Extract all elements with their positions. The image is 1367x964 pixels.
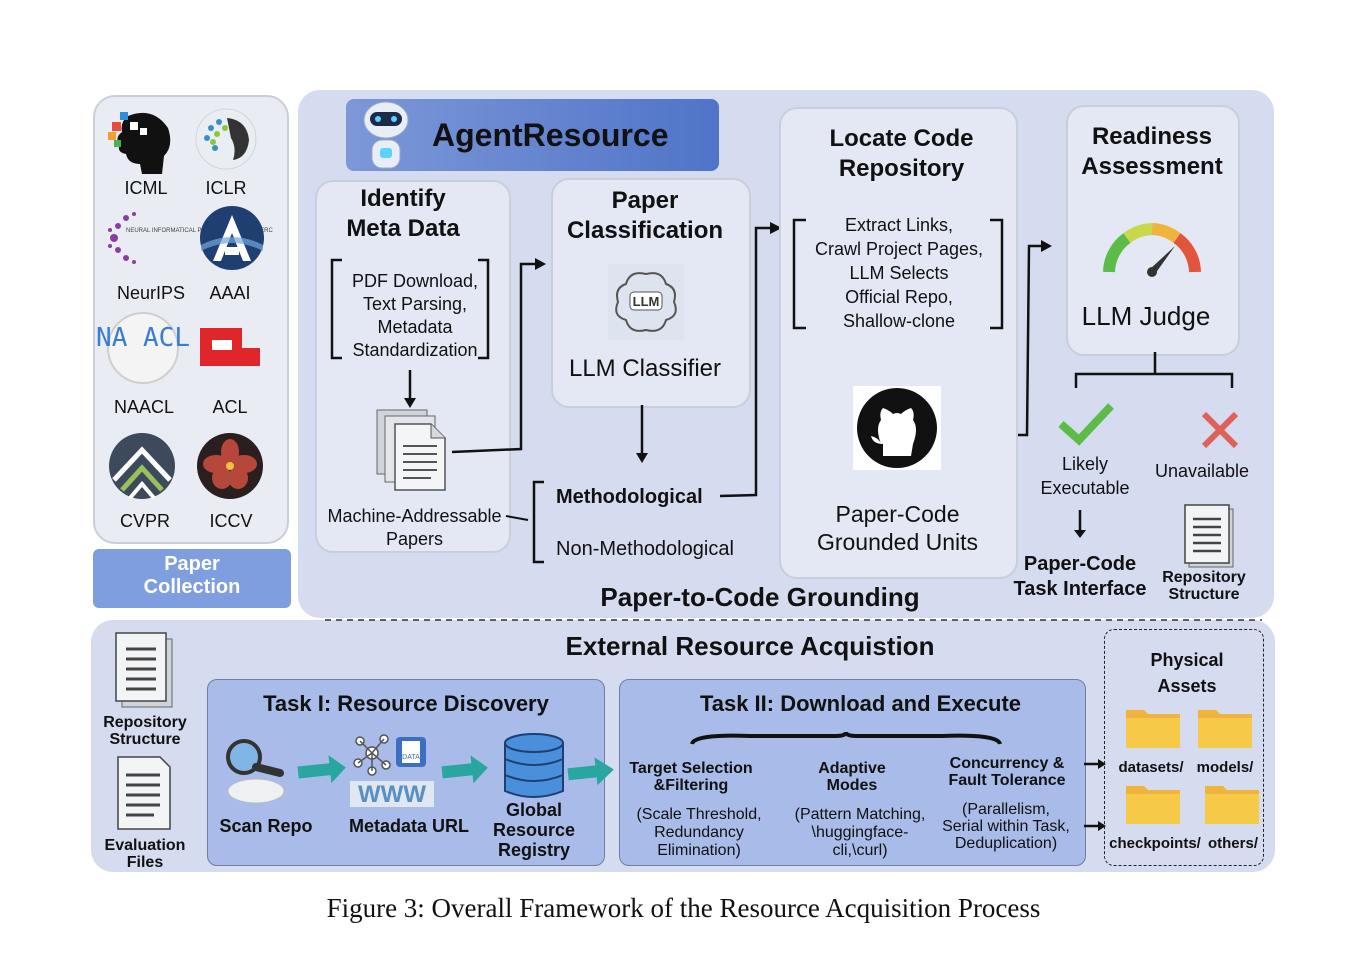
- non-methodological-label: Non-Methodological: [556, 538, 734, 560]
- identify-down-arrow: [404, 370, 416, 408]
- paper-collection-title: Paper Collection: [143, 553, 241, 598]
- folder-models-icon: [1198, 710, 1252, 748]
- global-registry-label: Global Resource Registry: [492, 800, 576, 860]
- paper-collection-header: [93, 549, 291, 608]
- neurips-logo-text: NEURAL INFORMATICAL PROCESSING 17-12 SER…: [126, 228, 273, 234]
- unavailable-label: Unavailable: [1154, 461, 1250, 481]
- gauge-icon: [1103, 223, 1201, 277]
- locate-code-title: Locate Code Repository: [829, 125, 974, 182]
- physical-assets-title: Physical Assets: [1150, 650, 1224, 696]
- folder-datasets-icon: [1126, 710, 1180, 748]
- folder-others-icon: [1205, 786, 1259, 824]
- naacl-logo-text: NA ACL: [96, 323, 190, 353]
- mode3-title: Concurrency & Fault Tolerance: [948, 755, 1066, 789]
- mode2-title: Adaptive Modes: [818, 760, 886, 794]
- mode2-detail: (Pattern Matching, \huggingface- cli,\cu…: [794, 806, 926, 859]
- robot-icon: [363, 101, 409, 169]
- physical-assets-box: [1104, 629, 1264, 866]
- venue-aaai: AAAI: [209, 283, 251, 303]
- assets-arrows: [1084, 759, 1106, 831]
- readiness-title: Readiness Assessment: [1081, 123, 1223, 180]
- aaai-logo-icon: [200, 206, 264, 270]
- grounded-units-label: Paper-Code Grounded Units: [816, 501, 979, 555]
- venue-iccv: ICCV: [209, 511, 253, 531]
- folder-others-label: others/: [1207, 835, 1258, 852]
- locate-code-box: [779, 107, 1018, 579]
- likely-down-arrow: [1074, 510, 1086, 538]
- evaluation-files-doc-icon: [117, 756, 171, 830]
- cross-icon: [1201, 411, 1239, 449]
- task1-title: Task I: Resource Discovery: [263, 691, 549, 716]
- readiness-repo-structure-label: Repository Structure: [1162, 569, 1246, 603]
- grounding-title: Paper-to-Code Grounding: [600, 582, 920, 612]
- acquisition-title: External Resource Acquistion: [565, 631, 935, 661]
- head-logo-icon: [108, 112, 171, 174]
- likely-executable-label: Likely Executable: [1040, 454, 1130, 498]
- task-interface-label: Paper-Code Task Interface: [1013, 553, 1147, 600]
- identify-steps: PDF Download, Text Parsing, Metadata Sta…: [351, 271, 479, 360]
- mode3-detail: (Parallelism, Serial within Task, Dedupl…: [942, 801, 1070, 852]
- metadata-url-label: Metadata URL: [348, 816, 469, 836]
- data-badge-text: DATA: [402, 754, 420, 761]
- github-icon: [853, 386, 941, 470]
- database-icon: [504, 733, 564, 798]
- folder-datasets-label: datasets/: [1118, 759, 1184, 776]
- locate-steps: Extract Links, Crawl Project Pages, LLM …: [814, 215, 984, 331]
- evaluation-files-label: Evaluation Files: [104, 837, 186, 871]
- agentresource-header: [346, 99, 719, 171]
- methodological-label: Methodological: [556, 486, 703, 508]
- category-bracket: [505, 480, 544, 564]
- iclr-logo-icon: [195, 108, 257, 170]
- papers-stack-icon: [376, 409, 446, 491]
- agentresource-title: AgentResource: [432, 117, 669, 153]
- machine-addressable-papers: Machine-Addressable Papers: [327, 506, 502, 549]
- repository-structure-doc-icon: [115, 632, 173, 708]
- checkmark-icon: [1058, 403, 1114, 446]
- iccv-logo-icon: [197, 433, 263, 499]
- mode1-detail: (Scale Threshold, Redundancy Elimination…: [636, 806, 762, 859]
- folder-checkpoints-icon: [1126, 786, 1180, 824]
- neurips-logo-icon: NEURAL INFORMATICAL PROCESSING 17-12 SER…: [108, 212, 273, 264]
- task2-curly-brace: [690, 731, 1002, 745]
- folder-checkpoints-label: checkpoints/: [1109, 835, 1201, 852]
- scan-repo-label: Scan Repo: [219, 816, 313, 836]
- repository-structure-label: Repository Structure: [103, 714, 187, 748]
- www-text: WWW: [358, 781, 426, 808]
- venue-icml: ICML: [124, 178, 168, 198]
- identify-steps-bracket: [330, 258, 490, 360]
- mode1-title: Target Selection &Filtering: [629, 760, 753, 794]
- venue-acl: ACL: [212, 397, 248, 417]
- readiness-fork: [1074, 352, 1234, 388]
- network-www-icon: DATA WWW: [350, 734, 434, 808]
- locate-steps-bracket: [792, 218, 1004, 330]
- llm-chip-text: LLM: [633, 294, 660, 309]
- paper-classification-title: Paper Classification: [566, 187, 724, 244]
- figure-caption: Figure 3: Overall Framework of the Resou…: [326, 893, 1041, 923]
- task2-box: [619, 679, 1086, 866]
- classification-down-arrow: [636, 405, 648, 463]
- acl-logo-icon: [200, 328, 260, 366]
- repo-structure-doc-icon: [1184, 504, 1234, 568]
- venue-iclr: ICLR: [205, 178, 247, 198]
- venue-naacl: NAACL: [113, 397, 175, 417]
- folder-models-label: models/: [1196, 759, 1254, 776]
- identify-metadata-box: [315, 180, 511, 553]
- naacl-logo-icon: NA ACL: [96, 312, 190, 384]
- task2-title: Task II: Download and Execute: [699, 691, 1022, 716]
- cvpr-logo-icon: [109, 433, 175, 500]
- venue-cvpr: CVPR: [119, 511, 170, 531]
- llm-brain-icon: LLM: [608, 264, 684, 340]
- venue-neurips: NeurIPS: [116, 283, 186, 303]
- llm-judge-label: LLM Judge: [1081, 301, 1211, 331]
- llm-classifier-label: LLM Classifier: [568, 355, 722, 382]
- magnifier-icon: [226, 739, 285, 804]
- identify-metadata-title: Identify Meta Data: [346, 185, 460, 242]
